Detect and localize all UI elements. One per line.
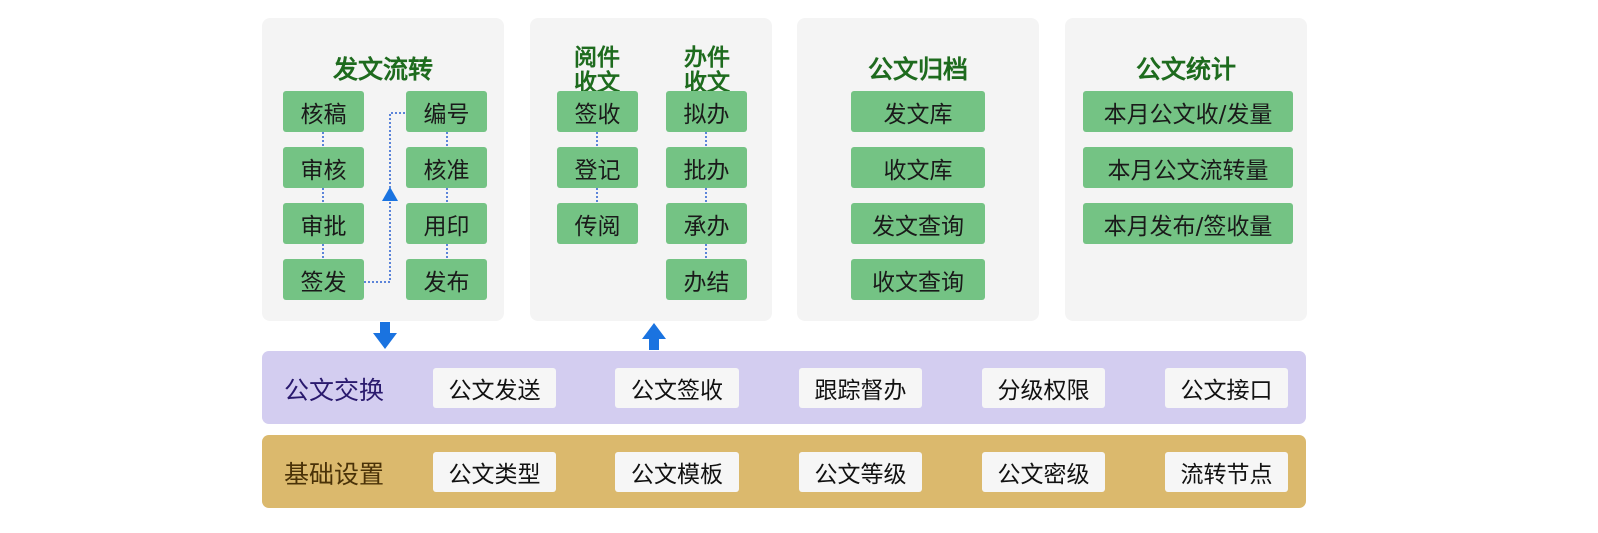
stats-item: 本月公文收/发量: [1083, 91, 1293, 132]
step-box: 审核: [283, 147, 364, 188]
step-box: 批办: [666, 147, 747, 188]
panel-title: 公文归档: [867, 55, 968, 84]
title-line: 阅件: [574, 45, 620, 71]
archive-item: 收文库: [851, 147, 985, 188]
base-settings-row: 基础设置 公文类型 公文模板 公文等级 公文密级 流转节点: [262, 435, 1306, 508]
step-box: 编号: [406, 91, 487, 132]
row-label: 公文交换: [284, 376, 385, 405]
exchange-item: 分级权限: [982, 368, 1105, 408]
step-box: 登记: [557, 147, 638, 188]
archive-item: 发文库: [851, 91, 985, 132]
base-item: 流转节点: [1165, 452, 1288, 492]
row-label: 基础设置: [284, 460, 385, 489]
arrow-up-icon: [382, 187, 398, 201]
exchange-item: 公文接口: [1165, 368, 1288, 408]
step-box: 核稿: [283, 91, 364, 132]
step-box: 用印: [406, 203, 487, 244]
step-box: 审批: [283, 203, 364, 244]
step-box: 拟办: [666, 91, 747, 132]
base-item: 公文等级: [799, 452, 922, 492]
connector-line: [364, 112, 406, 283]
exchange-item: 跟踪督办: [799, 368, 922, 408]
step-box: 签发: [283, 259, 364, 300]
title-line: 办件: [684, 45, 730, 71]
stats-item: 本月公文流转量: [1083, 147, 1293, 188]
arrow-down-icon: [373, 322, 397, 349]
exchange-item: 公文发送: [433, 368, 556, 408]
step-box: 传阅: [557, 203, 638, 244]
base-item: 公文密级: [982, 452, 1105, 492]
arrow-up-icon: [642, 323, 666, 350]
exchange-row: 公文交换 公文发送 公文签收 跟踪督办 分级权限 公文接口: [262, 351, 1306, 424]
step-box: 办结: [666, 259, 747, 300]
base-item: 公文模板: [615, 452, 739, 492]
archive-item: 收文查询: [851, 259, 985, 300]
step-box: 核准: [406, 147, 487, 188]
step-box: 承办: [666, 203, 747, 244]
stats-item: 本月发布/签收量: [1083, 203, 1293, 244]
base-item: 公文类型: [433, 452, 556, 492]
exchange-item: 公文签收: [615, 368, 739, 408]
archive-item: 发文查询: [851, 203, 985, 244]
step-box: 发布: [406, 259, 487, 300]
panel-title: 发文流转: [332, 55, 433, 84]
step-box: 签收: [557, 91, 638, 132]
panel-title: 公文统计: [1135, 55, 1236, 84]
